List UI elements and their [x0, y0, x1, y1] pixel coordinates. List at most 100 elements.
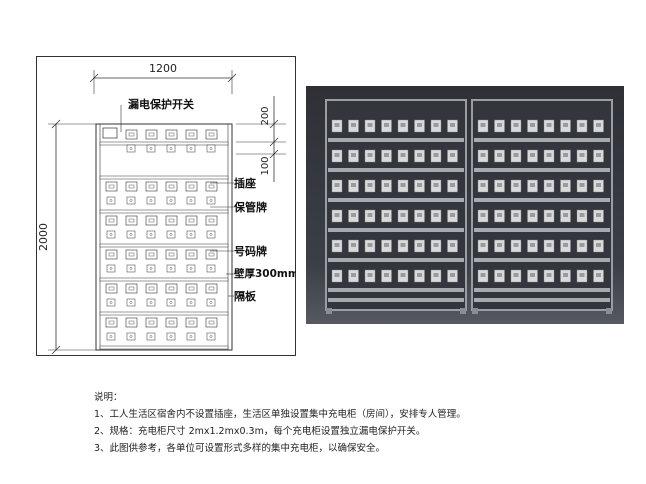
socket-icon	[145, 129, 158, 140]
socket-icon	[165, 181, 178, 192]
socket-icon	[185, 129, 198, 140]
render-shelf	[328, 288, 464, 292]
tag-icon	[206, 144, 216, 153]
height-dimension: 2000	[37, 119, 96, 355]
socket-icon	[145, 249, 158, 260]
leakage-switch-box	[102, 127, 118, 139]
tag-icon	[186, 332, 196, 341]
gap-dimension-text: 100	[260, 156, 271, 175]
tag-icon	[126, 230, 136, 239]
shelf-board	[99, 345, 229, 350]
socket-icon	[165, 129, 178, 140]
tag-icon	[126, 264, 136, 273]
tag-icon	[126, 144, 136, 153]
socket-icon	[205, 249, 218, 260]
tag-icon	[206, 298, 216, 307]
socket-icon	[145, 283, 158, 294]
render-shelf	[328, 258, 464, 262]
cabinet-render-image	[306, 86, 624, 324]
tag-icon	[146, 264, 156, 273]
tag-icon	[186, 264, 196, 273]
socket-icon	[125, 317, 138, 328]
socket-icon	[145, 181, 158, 192]
drawing-border	[36, 56, 296, 356]
render-shelf	[328, 228, 464, 232]
height-dimension-text: 2000	[37, 223, 50, 251]
socket-icon	[165, 215, 178, 226]
socket-icon	[205, 181, 218, 192]
right-dimensions: 200 100	[236, 96, 286, 182]
socket-icon	[165, 317, 178, 328]
socket-icon	[185, 215, 198, 226]
shelf-board	[99, 311, 229, 316]
tag-icon	[106, 196, 116, 205]
socket-icon	[145, 215, 158, 226]
tag-icon	[146, 144, 156, 153]
notes-title: 说明：	[94, 392, 123, 403]
render-shelf	[328, 198, 464, 202]
tag-icon	[146, 298, 156, 307]
socket-icon	[205, 215, 218, 226]
shelf-label: 隔板	[234, 289, 257, 303]
tag-icon	[106, 298, 116, 307]
socket-icon	[105, 283, 118, 294]
render-shelf	[474, 258, 610, 262]
label-leaders	[120, 105, 234, 297]
tag-icon	[186, 196, 196, 205]
tag-icon	[146, 332, 156, 341]
socket-icon	[185, 283, 198, 294]
render-shelf	[474, 168, 610, 172]
top-section-dimension-text: 200	[260, 106, 271, 125]
socket-icon	[185, 181, 198, 192]
socket-icon	[105, 249, 118, 260]
socket-icon	[125, 181, 138, 192]
socket-icon	[165, 283, 178, 294]
socket-icon	[105, 215, 118, 226]
tag-icon	[126, 332, 136, 341]
tag-icon	[126, 298, 136, 307]
socket-icon	[165, 249, 178, 260]
socket-icon	[105, 317, 118, 328]
tag-icon	[186, 298, 196, 307]
tag-icon	[206, 332, 216, 341]
note-item-1: 1、工人生活区宿舍内不设置插座，生活区单独设置集中充电柜（房间），安排专人管理。	[94, 409, 466, 420]
socket-icon	[185, 317, 198, 328]
wall-thickness-label: 壁厚300mm	[234, 267, 296, 280]
socket-label: 插座	[234, 176, 256, 190]
socket-icon	[145, 317, 158, 328]
tag-icon	[206, 196, 216, 205]
tag-icon	[106, 230, 116, 239]
render-shelf	[474, 228, 610, 232]
socket-icon	[105, 181, 118, 192]
tag-icon	[166, 230, 176, 239]
socket-icon	[205, 317, 218, 328]
note-item-3: 3、此图供参考，各单位可设置形式多样的集中充电柜，以确保安全。	[94, 443, 386, 454]
render-shelf	[474, 288, 610, 292]
tag-icon	[166, 332, 176, 341]
notes-section: 说明： 1、工人生活区宿舍内不设置插座，生活区单独设置集中充电柜（房间），安排专…	[94, 389, 614, 457]
tag-icon	[146, 196, 156, 205]
socket-icon	[205, 283, 218, 294]
tag-icon	[166, 144, 176, 153]
leakage-switch-label: 漏电保护开关	[128, 97, 194, 111]
cabinet-outline	[95, 123, 233, 351]
socket-icon	[125, 215, 138, 226]
tag-icon	[146, 230, 156, 239]
number-tag-label: 号码牌	[234, 244, 267, 258]
custody-tag-label: 保管牌	[233, 200, 267, 214]
render-shelf	[474, 198, 610, 202]
cabinet-elevation-drawing: 1200 2000 200 100 漏电保护开关 插座	[36, 56, 296, 356]
cabinet-shelves	[99, 129, 229, 350]
tag-icon	[206, 264, 216, 273]
socket-icon	[185, 249, 198, 260]
socket-icon	[125, 129, 138, 140]
render-cabinet	[471, 99, 613, 311]
socket-icon	[205, 129, 218, 140]
shelf-board	[99, 141, 229, 146]
socket-icon	[125, 283, 138, 294]
tag-icon	[166, 298, 176, 307]
shelf-board	[99, 209, 229, 214]
tag-icon	[106, 264, 116, 273]
tag-icon	[166, 196, 176, 205]
tag-icon	[206, 230, 216, 239]
